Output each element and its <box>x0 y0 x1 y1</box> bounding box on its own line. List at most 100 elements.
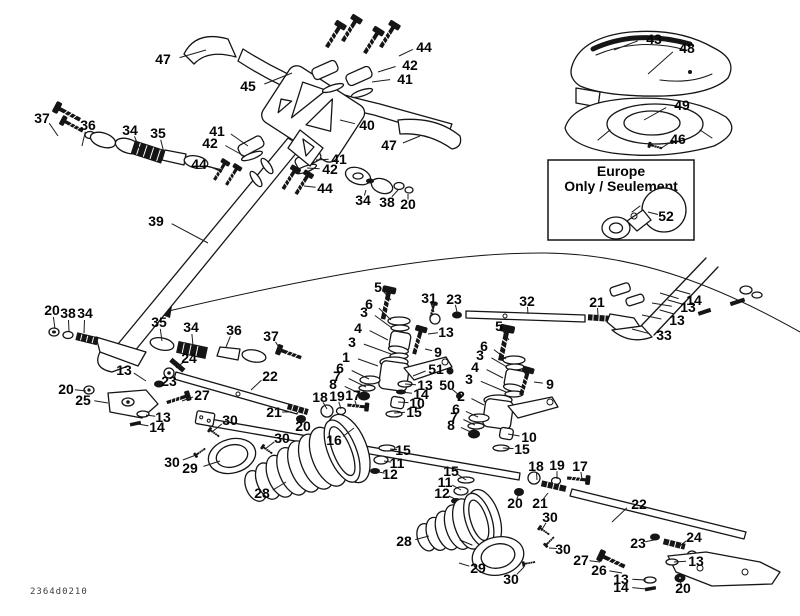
leader-line <box>68 319 70 332</box>
part-callout: 30 <box>503 571 519 587</box>
leader-line <box>175 361 184 369</box>
leader-line <box>344 385 364 396</box>
leader-line <box>389 448 398 451</box>
part-callout: 52 <box>658 208 674 224</box>
leader-line <box>502 447 514 450</box>
part-callout: 23 <box>161 373 177 389</box>
ski-leg-right-upper <box>609 257 763 341</box>
part-callout: 34 <box>77 305 93 321</box>
leader-line <box>363 343 392 355</box>
leader-line <box>597 307 599 316</box>
leader-line <box>611 507 628 523</box>
leader-line <box>300 419 303 424</box>
leader-line <box>264 72 293 85</box>
leader-line <box>391 189 399 198</box>
leader-line <box>448 495 458 501</box>
leader-line <box>145 414 156 417</box>
left-tie-rod <box>83 357 370 427</box>
part-callout: 28 <box>254 485 270 501</box>
part-callout: 30 <box>164 454 180 470</box>
leader-line <box>52 316 56 330</box>
part-callout: 47 <box>155 51 171 67</box>
leader-line <box>451 484 462 491</box>
leader-line <box>357 358 379 367</box>
part-callout: 37 <box>263 328 279 344</box>
part-callout: 13 <box>155 409 171 425</box>
part-callout: 49 <box>674 97 690 113</box>
part-callout: 48 <box>679 40 695 56</box>
leader-line <box>415 535 430 541</box>
leader-line <box>404 383 417 386</box>
leader-line <box>225 145 245 157</box>
part-callout: 15 <box>406 404 422 420</box>
part-callout: 6 <box>336 360 344 376</box>
leader-line <box>527 306 529 315</box>
ring-left <box>207 437 257 475</box>
leader-line <box>651 302 672 307</box>
leader-line <box>225 336 231 348</box>
part-callout: 44 <box>416 39 432 55</box>
part-callout: 6 <box>365 296 373 312</box>
part-callout: 10 <box>521 429 537 445</box>
europe-box-line1: Europe <box>597 163 645 179</box>
part-callout: 40 <box>359 117 375 133</box>
leader-line <box>516 493 520 500</box>
leader-line <box>179 49 207 59</box>
part-callout: 14 <box>149 419 165 435</box>
leader-line <box>427 332 438 335</box>
leader-line <box>48 122 59 137</box>
linkage-cluster-top <box>51 100 223 171</box>
part-callout: 11 <box>438 474 453 490</box>
leader-line <box>383 291 392 301</box>
leader-line <box>647 211 659 215</box>
leader-line <box>393 411 406 414</box>
part-callout: 50 <box>439 377 455 393</box>
leader-line <box>339 119 356 125</box>
leader-line <box>536 472 538 481</box>
leader-line <box>452 389 460 396</box>
part-callout: 20 <box>400 196 416 212</box>
part-callout: 13 <box>688 553 704 569</box>
part-callout: 37 <box>34 110 50 126</box>
leader-line <box>264 441 275 450</box>
leader-line <box>171 223 209 244</box>
leader-line <box>659 292 679 300</box>
leader-line <box>211 423 223 433</box>
leader-line <box>354 400 358 408</box>
part-callout: 51 <box>428 361 444 377</box>
part-callout: 8 <box>447 417 455 433</box>
part-callout: 3 <box>465 371 473 387</box>
part-callout: 35 <box>151 314 167 330</box>
part-callout: 32 <box>519 293 535 309</box>
boot-screws-middle <box>521 524 557 568</box>
leader-line <box>230 133 249 147</box>
part-callout: 28 <box>396 533 412 549</box>
part-callout: 6 <box>480 338 488 354</box>
part-callout: 16 <box>326 432 342 448</box>
leader-line <box>454 304 458 313</box>
console-base <box>564 97 733 156</box>
leader-line <box>338 401 342 410</box>
leader-line <box>306 167 320 170</box>
leader-line <box>303 185 316 188</box>
part-callout: 29 <box>470 560 486 576</box>
leader-line <box>83 319 85 334</box>
leader-line <box>272 481 287 491</box>
part-callout: 21 <box>532 495 548 511</box>
leader-line <box>463 419 476 426</box>
part-callout: 38 <box>379 194 395 210</box>
part-callout: 13 <box>438 324 454 340</box>
part-callout: 1 <box>342 349 350 365</box>
leader-line <box>673 560 687 563</box>
part-callout: 30 <box>542 509 558 525</box>
leader-line <box>137 423 149 427</box>
leader-line <box>679 580 683 586</box>
leader-line <box>81 131 86 147</box>
leader-line <box>182 454 197 461</box>
leader-line <box>191 333 194 347</box>
leader-line <box>402 135 421 144</box>
horn-part <box>601 187 687 240</box>
leader-line <box>631 328 650 335</box>
part-callout: 13 <box>417 377 433 393</box>
